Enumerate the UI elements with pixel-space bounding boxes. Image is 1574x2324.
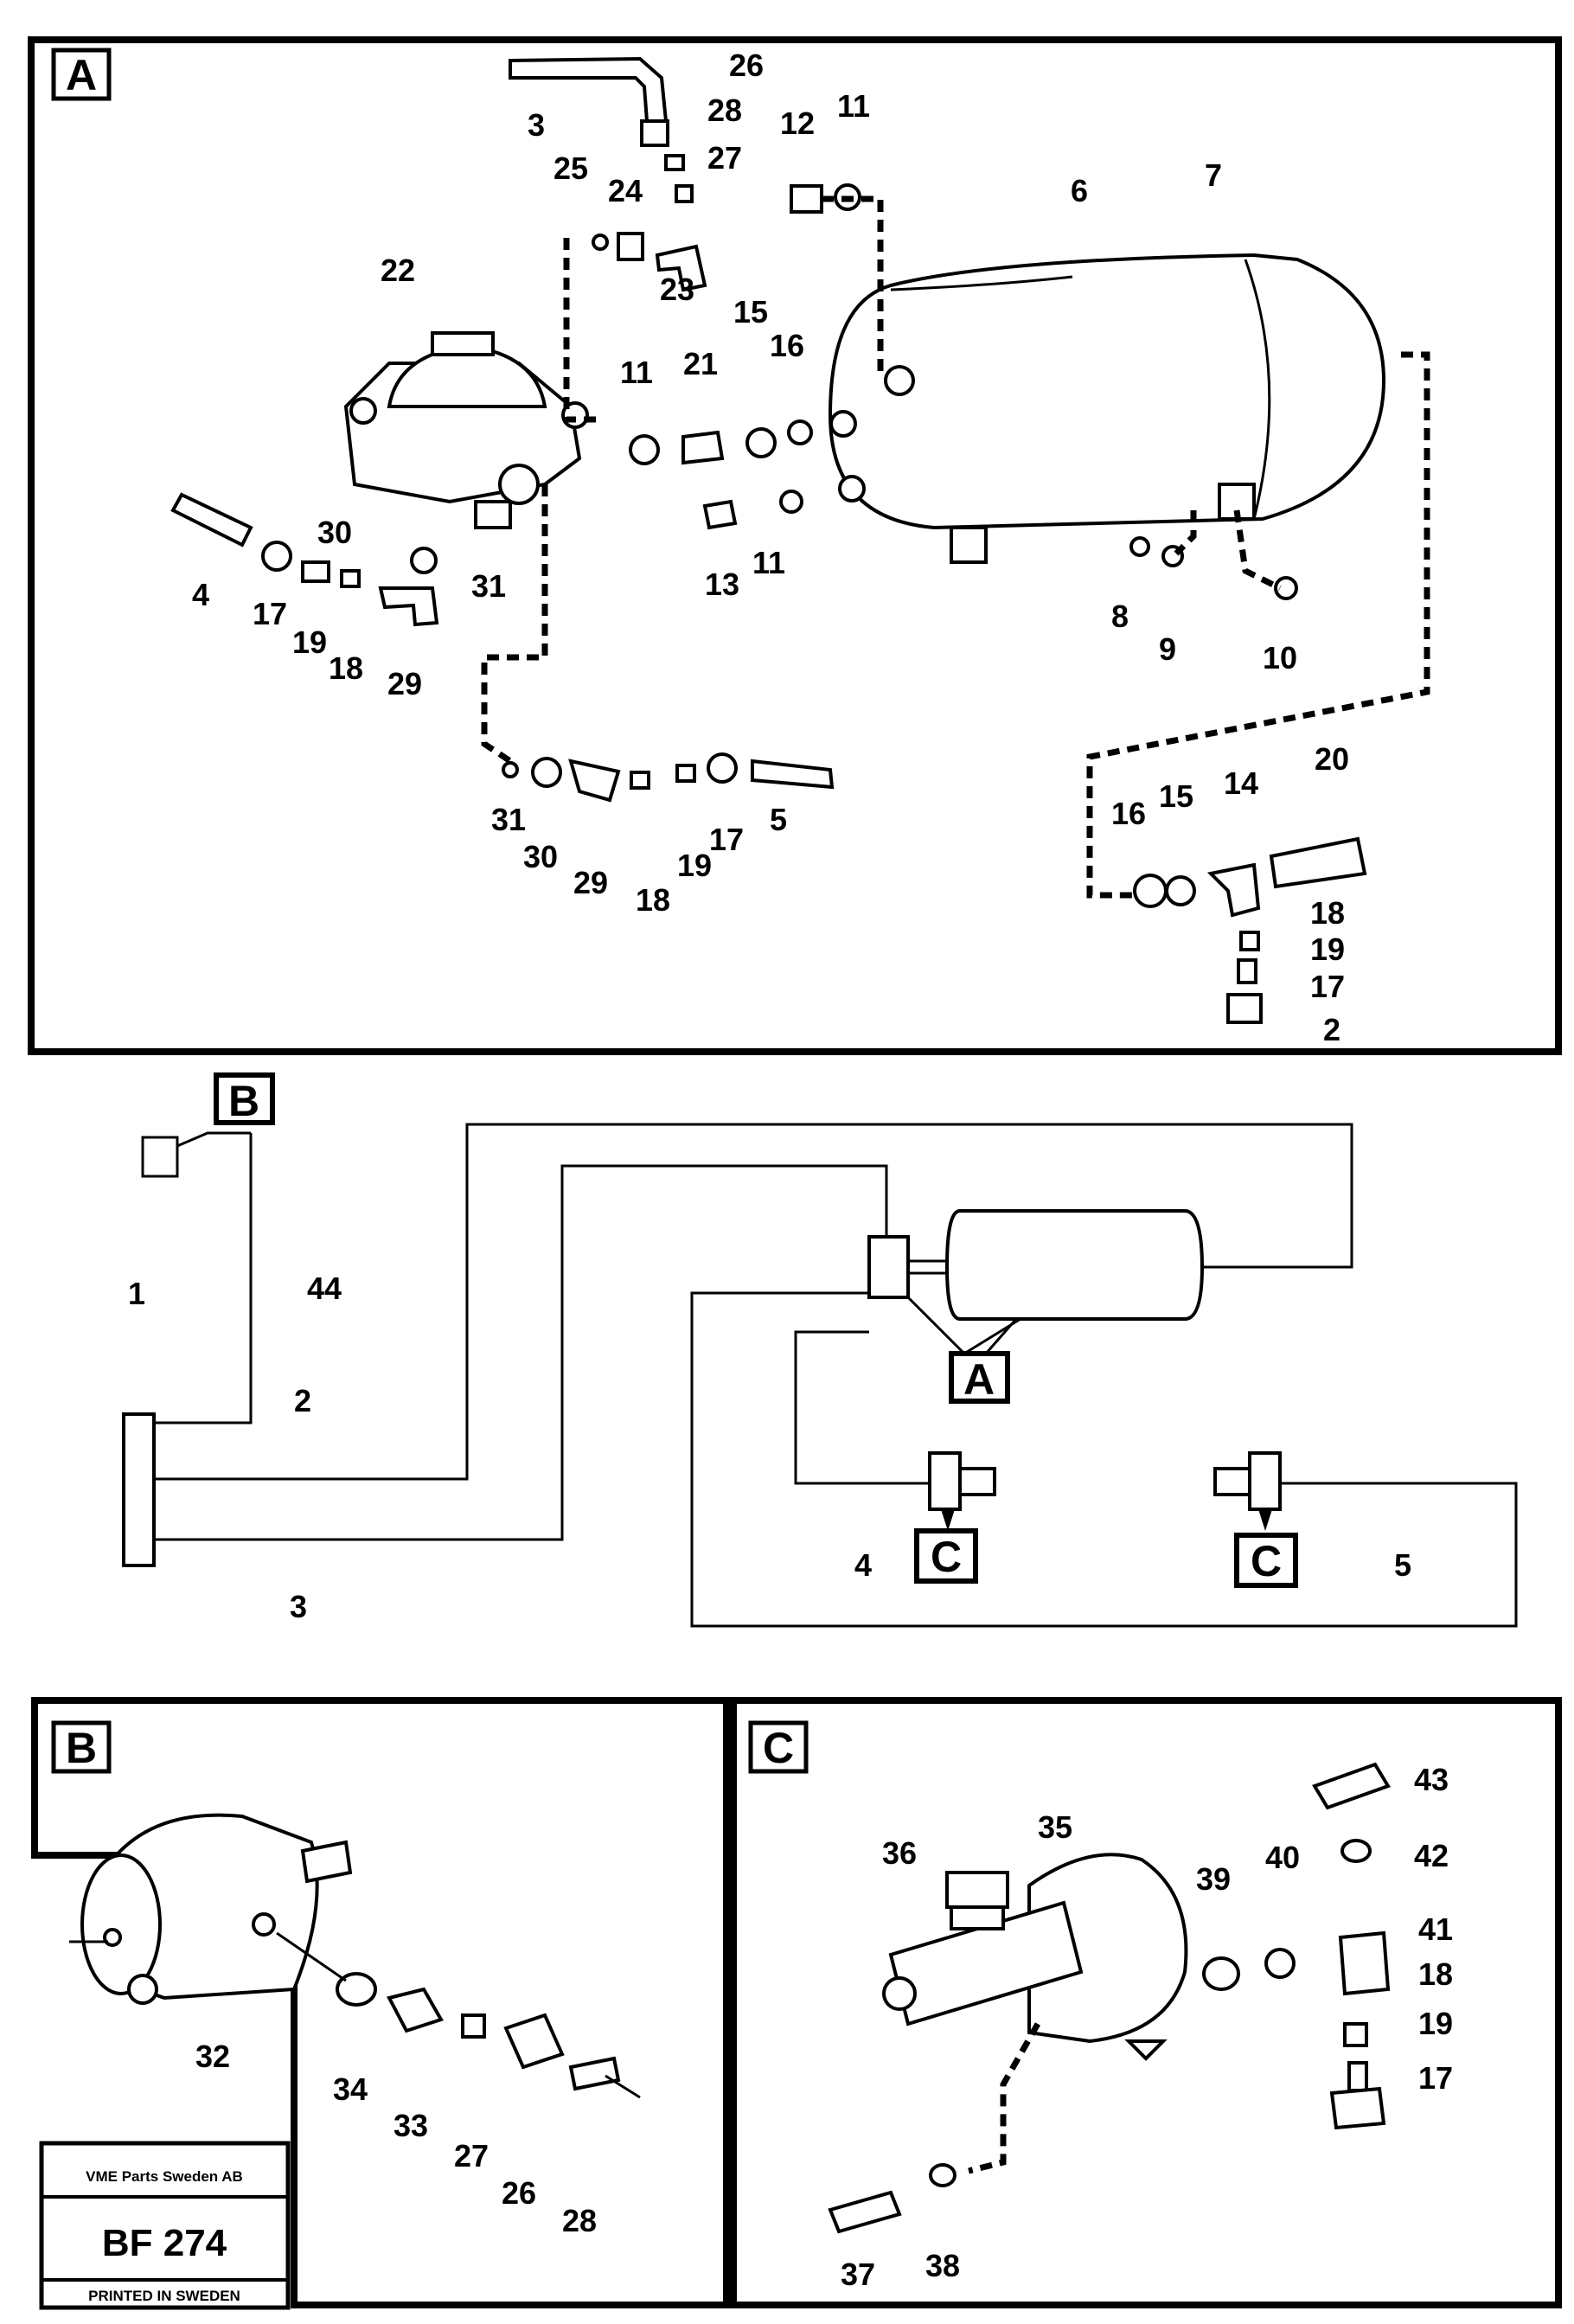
schematic: B A C C 44 1 2 3 4 5 — [122, 1072, 1518, 1628]
brake-chamber — [80, 1813, 353, 2005]
brake-cylinder — [882, 1853, 1188, 2061]
callout-20: 20 — [1315, 741, 1349, 777]
callout-24: 24 — [608, 173, 643, 208]
callout-17-d: 17 — [1418, 2060, 1453, 2096]
callout-26: 26 — [729, 48, 764, 83]
callout-5-a: 5 — [770, 802, 787, 837]
schematic-box-c-left: C — [931, 1533, 962, 1581]
panel-a: A — [28, 36, 1562, 1055]
stamp-company: VME Parts Sweden AB — [86, 2168, 243, 2185]
schematic-tank — [944, 1209, 1205, 1321]
callout-15: 15 — [733, 294, 768, 330]
callout-27-b: 27 — [454, 2138, 489, 2174]
callout-19-b: 19 — [677, 848, 712, 883]
callout-12: 12 — [780, 106, 815, 141]
callout-40: 40 — [1265, 1840, 1300, 1875]
callout-19-a: 19 — [292, 624, 327, 660]
callout-25: 25 — [553, 150, 588, 186]
hose-lines-a — [481, 195, 1430, 899]
callout-17-b: 17 — [709, 822, 744, 857]
callout-11-mid: 11 — [620, 355, 653, 390]
callout-37: 37 — [841, 2257, 875, 2292]
callout-6: 6 — [1071, 173, 1088, 208]
callout-14: 14 — [1224, 765, 1258, 801]
callout-16-b: 16 — [1111, 796, 1146, 831]
callout-31-b: 31 — [491, 802, 526, 837]
callout-10: 10 — [1263, 640, 1297, 675]
callout-17-c: 17 — [1310, 969, 1345, 1004]
callout-43: 43 — [1414, 1762, 1449, 1797]
callout-41: 41 — [1418, 1911, 1453, 1947]
callout-23: 23 — [660, 272, 694, 307]
callout-42: 42 — [1414, 1838, 1449, 1873]
schematic-callout-5: 5 — [1394, 1547, 1411, 1583]
callout-28-b: 28 — [562, 2203, 597, 2238]
callout-18-d: 18 — [1418, 1956, 1453, 1992]
callout-28: 28 — [707, 93, 742, 128]
callout-11-low: 11 — [752, 545, 785, 580]
callout-33: 33 — [394, 2108, 428, 2143]
callout-13: 13 — [705, 567, 739, 602]
compressor-block — [122, 1412, 156, 1567]
callout-39: 39 — [1196, 1861, 1231, 1897]
callout-19-d: 19 — [1418, 2006, 1453, 2041]
fittings-c — [828, 1762, 1391, 2234]
callout-11-top: 11 — [837, 88, 870, 124]
stamp-code: BF 274 — [102, 2222, 227, 2264]
schematic-callout-3: 3 — [290, 1589, 307, 1624]
callout-30-b: 30 — [523, 839, 558, 874]
panel-a-label: A — [66, 51, 97, 99]
callout-34: 34 — [333, 2071, 368, 2107]
callout-4-a: 4 — [192, 577, 209, 612]
pipe-5 — [751, 759, 835, 790]
schematic-callout-44: 44 — [307, 1271, 342, 1306]
panel-c: C 43 42 36 35 39 40 41 18 — [730, 1697, 1562, 2308]
schematic-box-a: A — [963, 1355, 995, 1404]
callout-3: 3 — [528, 107, 545, 143]
pipe-4 — [170, 492, 253, 547]
callout-8: 8 — [1111, 599, 1129, 634]
callout-32: 32 — [195, 2039, 230, 2074]
callout-29-a: 29 — [387, 666, 422, 701]
schematic-callout-2: 2 — [294, 1383, 311, 1418]
callout-35: 35 — [1038, 1809, 1072, 1845]
callout-22: 22 — [381, 253, 415, 288]
callout-16: 16 — [770, 328, 804, 363]
callout-18-b: 18 — [636, 882, 670, 918]
schematic-valve — [867, 1235, 910, 1299]
air-tank — [828, 253, 1386, 564]
callout-30-a: 30 — [317, 515, 352, 550]
callout-29-b: 29 — [573, 865, 608, 900]
fittings-a — [261, 119, 1367, 1024]
callout-9: 9 — [1159, 631, 1176, 667]
callout-38: 38 — [925, 2248, 960, 2283]
callout-17-a: 17 — [253, 596, 287, 631]
schematic-box-c-right: C — [1251, 1537, 1282, 1585]
schematic-callout-1: 1 — [128, 1276, 145, 1311]
callout-15-b: 15 — [1159, 778, 1193, 814]
schematic-callout-4: 4 — [854, 1547, 872, 1583]
fittings-b — [336, 1972, 621, 2091]
callout-7: 7 — [1205, 157, 1222, 193]
panel-b-label: B — [66, 1724, 97, 1772]
callouts-a: 26 3 28 27 25 24 12 11 6 7 22 23 15 16 2… — [192, 48, 1349, 1047]
unloader-valve — [343, 331, 589, 529]
callout-19-c: 19 — [1310, 932, 1345, 967]
schematic-box-b: B — [228, 1077, 259, 1125]
callout-21: 21 — [683, 346, 718, 381]
callout-36: 36 — [882, 1835, 917, 1871]
panel-c-label: C — [763, 1724, 794, 1772]
callout-31-a: 31 — [471, 568, 506, 604]
callout-27: 27 — [707, 140, 742, 176]
callout-26-b: 26 — [502, 2175, 536, 2211]
callout-2-a: 2 — [1323, 1012, 1340, 1047]
callout-18-a: 18 — [329, 650, 363, 686]
stamp: VME Parts Sweden AB BF 274 PRINTED IN SW… — [39, 2141, 291, 2310]
stamp-printed: PRINTED IN SWEDEN — [88, 2288, 240, 2304]
panel-b: B 32 34 33 27 26 28 VME Parts — [31, 1697, 730, 2310]
callout-18-c: 18 — [1310, 895, 1345, 931]
